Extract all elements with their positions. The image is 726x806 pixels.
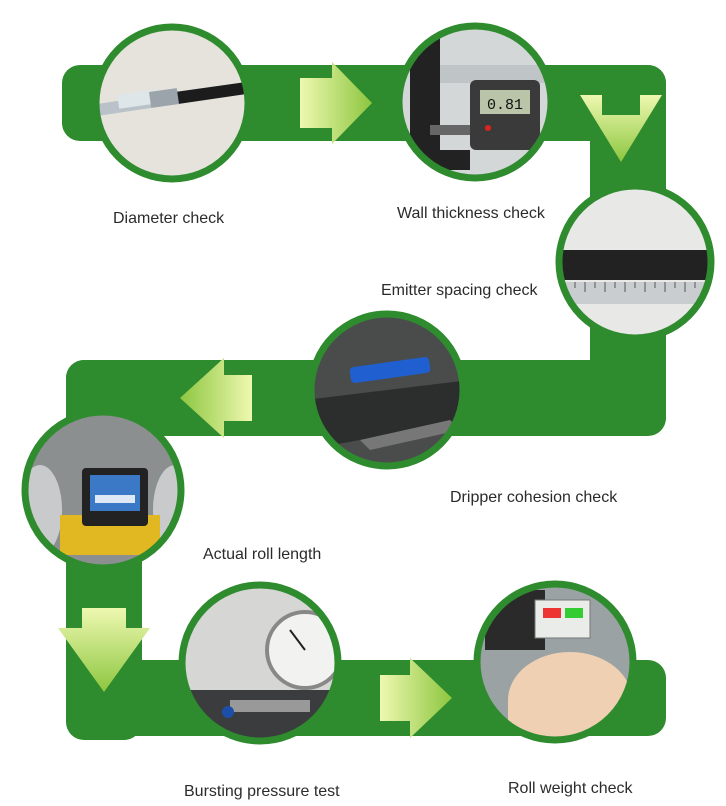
step-label-diameter: Diameter check: [113, 210, 225, 227]
arrow-down-1: [580, 95, 662, 162]
length-counter-photo: [21, 408, 185, 572]
step-label-bursting-pressure: Bursting pressure test: [184, 783, 340, 800]
arrow-right-1: [300, 62, 372, 144]
dripper-photo: [307, 310, 467, 470]
step-label-roll-length: Actual roll length: [203, 546, 322, 563]
micrometer-readout: 0.81: [487, 97, 523, 114]
step-label-wall-thickness: Wall thickness check: [397, 205, 545, 222]
tube-diameter-photo: [92, 23, 252, 183]
step-label-roll-weight: Roll weight check: [508, 780, 633, 797]
step-label-dripper-cohesion: Dripper cohesion check: [450, 489, 618, 506]
pressure-gauge-photo: [178, 581, 342, 745]
ruler-tube-photo: [555, 182, 715, 342]
arrow-left-1: [180, 358, 252, 438]
step-label-emitter-spacing: Emitter spacing check: [381, 282, 538, 299]
micrometer-photo: 0.81: [395, 22, 555, 182]
arrow-down-2: [58, 608, 150, 692]
scale-roll-photo: [473, 580, 637, 744]
arrow-right-2: [380, 658, 452, 738]
